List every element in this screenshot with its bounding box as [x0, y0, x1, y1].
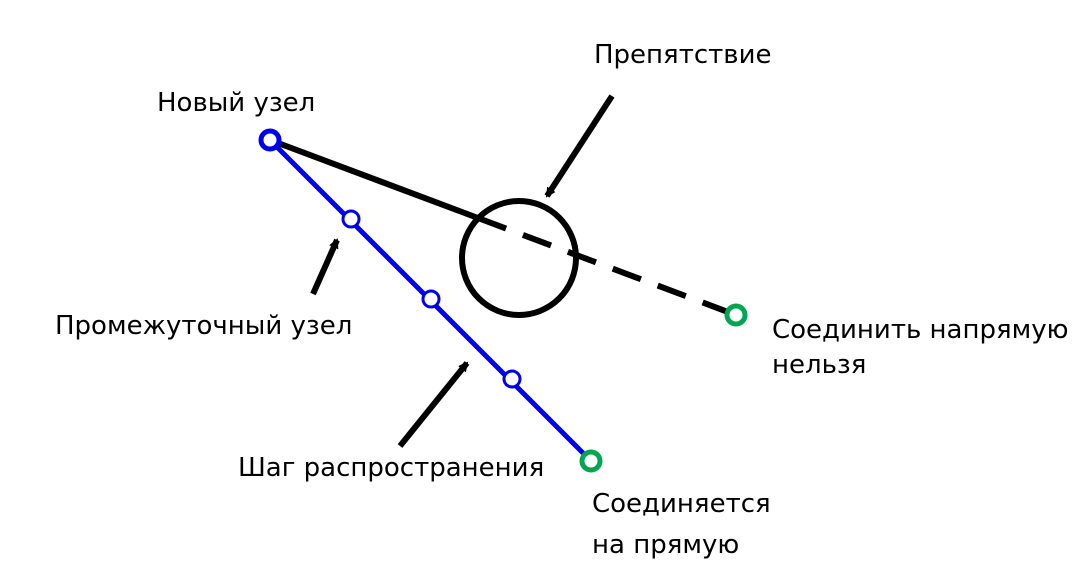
- intermediate-node: [341, 209, 361, 229]
- obstacle-label: Препятствие: [594, 40, 772, 70]
- blocked-line-dashed: [476, 215, 738, 318]
- intermediate-node: [502, 369, 522, 389]
- blocked-line-solid: [268, 137, 480, 221]
- intermediate-node: [421, 289, 441, 309]
- intermediate-node-arrow: [310, 238, 340, 296]
- cannot-connect-label-line1: Соединить напрямую: [772, 315, 1069, 345]
- new-node-label: Новый узел: [157, 88, 316, 118]
- propagation-step-arrow: [397, 361, 470, 448]
- cannot-connect-label-line2: нельзя: [772, 350, 867, 380]
- connects-label-line2: на прямую: [592, 530, 740, 560]
- new-node: [258, 128, 282, 152]
- obstacle-arrow: [544, 94, 615, 198]
- target-node-reachable: [579, 449, 603, 473]
- target-node-blocked: [724, 303, 748, 327]
- connects-label-line1: Соединяется: [592, 489, 771, 519]
- obstacle-circle: [459, 198, 579, 318]
- intermediate-node-label: Промежуточный узел: [55, 311, 353, 341]
- propagation-step-label: Шаг распространения: [238, 453, 545, 483]
